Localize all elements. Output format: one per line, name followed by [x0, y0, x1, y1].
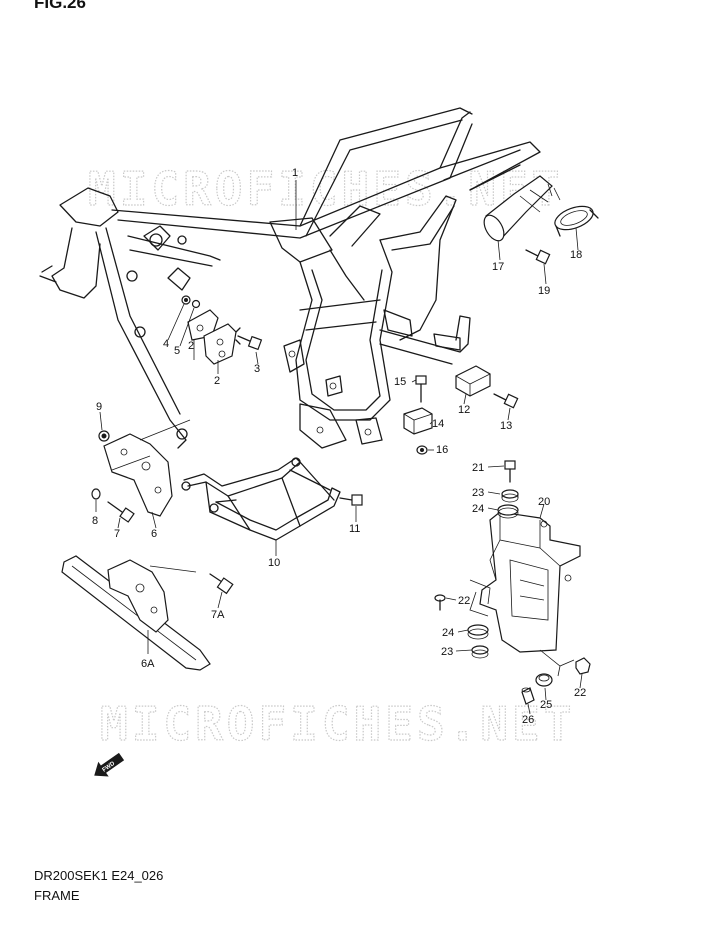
- label-part-13: 13: [500, 420, 512, 432]
- bolt-21: [504, 460, 516, 483]
- label-part-4: 4: [163, 338, 169, 350]
- label-part-24b: 24: [442, 627, 454, 639]
- nut-16: [416, 445, 428, 455]
- main-frame-drawing: [39, 107, 541, 449]
- label-part-6A: 6A: [141, 658, 155, 670]
- bolt-11: [339, 494, 363, 506]
- bolt-7: [107, 501, 135, 523]
- label-part-16: 16: [436, 444, 448, 456]
- bolt-7A: [209, 573, 234, 595]
- skid-bracket-6A: [61, 555, 211, 671]
- cushion-24-top: [497, 504, 519, 519]
- label-part-7: 7: [114, 528, 120, 540]
- bracket-18: [554, 205, 599, 237]
- relay-holder-17: [483, 175, 561, 242]
- label-part-18: 18: [570, 249, 582, 261]
- label-part-23b: 23: [441, 646, 453, 658]
- label-part-3: 3: [254, 363, 260, 375]
- leader-lines: [95, 180, 583, 715]
- label-part-12: 12: [458, 404, 470, 416]
- watermark-bottom: MICROFICHES.NET: [100, 697, 575, 751]
- label-part-17: 17: [492, 261, 504, 273]
- footrest-bracket-6: [103, 419, 191, 517]
- cushion-12: [455, 365, 491, 397]
- label-part-24a: 24: [472, 503, 484, 515]
- nut-22-right: [575, 657, 591, 675]
- bolt-15: [415, 375, 427, 403]
- battery-box-20: [469, 511, 581, 677]
- bolt-3: [235, 327, 263, 351]
- label-part-23a: 23: [472, 487, 484, 499]
- label-part-26: 26: [522, 714, 534, 726]
- nut-4: [181, 295, 191, 305]
- figure-title: FIG.26: [34, 0, 86, 12]
- washer-8: [91, 488, 101, 500]
- label-part-2b: 2: [214, 375, 220, 387]
- label-part-22b: 22: [574, 687, 586, 699]
- label-part-25: 25: [540, 699, 552, 711]
- label-part-14: 14: [432, 418, 444, 430]
- cushion-25: [535, 673, 553, 687]
- label-part-11: 11: [349, 523, 360, 535]
- engine-mount-brackets: [187, 309, 237, 365]
- label-part-6: 6: [151, 528, 157, 540]
- cushion-23-top: [501, 489, 519, 503]
- label-part-21: 21: [472, 462, 484, 474]
- cushion-23-left: [471, 645, 489, 659]
- label-part-1: 1: [292, 167, 298, 179]
- section-title: FRAME: [34, 888, 80, 903]
- cushion-14: [403, 407, 433, 435]
- collar-26: [521, 687, 535, 705]
- label-part-2a: 2: [188, 340, 194, 352]
- screw-22-left: [434, 594, 446, 611]
- label-part-15: 15: [394, 376, 406, 388]
- lower-frame-10: [181, 457, 341, 541]
- label-part-22a: 22: [458, 595, 470, 607]
- nut-9: [98, 430, 110, 442]
- cushion-24-left: [467, 624, 489, 640]
- label-part-5: 5: [174, 345, 180, 357]
- label-part-8: 8: [92, 515, 98, 527]
- bolt-13: [493, 393, 519, 409]
- washer-5: [191, 299, 201, 309]
- model-code: DR200SEK1 E24_026: [34, 868, 163, 883]
- label-part-7A: 7A: [211, 609, 225, 621]
- label-part-19: 19: [538, 285, 550, 297]
- label-part-20: 20: [538, 496, 550, 508]
- bolt-19: [525, 249, 551, 265]
- fwd-arrow-icon: FWD: [94, 752, 125, 777]
- label-part-10: 10: [268, 557, 280, 569]
- watermark-top: MICROFICHES.NET: [88, 162, 563, 216]
- label-part-9: 9: [96, 401, 102, 413]
